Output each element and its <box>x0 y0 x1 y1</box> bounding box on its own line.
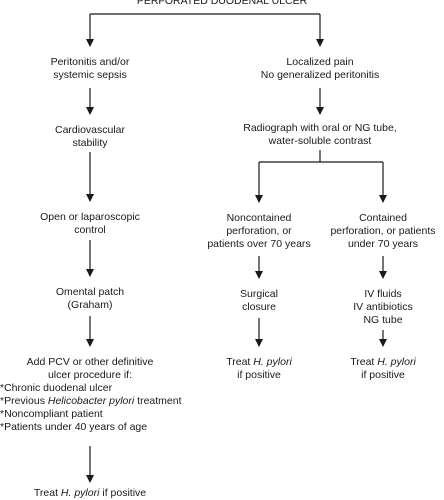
node-text: IV antibiotics <box>353 301 413 313</box>
node-text: Treat H. pylori <box>226 356 292 368</box>
node-text: Noncontained <box>226 212 292 224</box>
node-cardiovascular-stability: Cardiovascular stability <box>20 124 160 150</box>
node-contained: Contained perforation, or patients under… <box>322 212 444 251</box>
node-text: under 70 years <box>347 238 419 250</box>
node-text: Add PCV or other definitive <box>26 356 154 368</box>
node-text: closure <box>242 301 276 313</box>
node-text: Localized pain <box>286 56 354 68</box>
node-iv-therapy: IV fluids IV antibiotics NG tube <box>333 288 433 327</box>
node-noncontained: Noncontained perforation, or patients ov… <box>199 212 319 251</box>
node-text: Open or laparoscopic <box>40 211 140 223</box>
list-item: *Chronic duodenal ulcer <box>0 382 113 394</box>
node-text: if positive <box>237 369 281 381</box>
node-omental-patch: Omental patch (Graham) <box>20 286 160 312</box>
node-text: water-soluble contrast <box>268 135 372 147</box>
node-text: Surgical <box>240 288 278 300</box>
list-item: *Previous Helicobacter pylori treatment <box>0 395 182 407</box>
node-text: if positive <box>361 369 405 381</box>
node-text: perforation, or <box>226 225 292 237</box>
pcv-criteria-list: *Chronic duodenal ulcer *Previous Helico… <box>0 382 182 434</box>
node-open-control: Open or laparoscopic control <box>10 211 170 237</box>
node-text: Peritonitis and/or <box>50 56 130 68</box>
node-treat-h-pylori-right: Treat H. pylori if positive <box>323 356 443 382</box>
node-treat-h-pylori-left: Treat H. pylori if positive <box>33 487 147 499</box>
node-surgical-closure: Surgical closure <box>209 288 309 314</box>
diagram-title: PERFORATED DUODENAL ULCER <box>136 0 308 7</box>
node-text: Omental patch <box>55 286 125 298</box>
node-text: IV fluids <box>364 288 402 300</box>
list-item: *Noncompliant patient <box>0 408 103 420</box>
node-pcv-procedure: Add PCV or other definitive ulcer proced… <box>0 356 180 382</box>
node-text: ulcer procedure if: <box>47 369 133 381</box>
node-text: perforation, or patients <box>330 225 436 237</box>
node-localized-pain: Localized pain No generalized peritoniti… <box>230 56 410 82</box>
node-text: systemic sepsis <box>53 69 127 81</box>
node-text: Radiograph with oral or NG tube, <box>243 122 397 134</box>
node-text: NG tube <box>363 314 403 326</box>
node-text: Treat H. pylori <box>350 356 416 368</box>
node-text: stability <box>72 137 108 149</box>
node-text: (Graham) <box>67 299 113 311</box>
node-text: patients over 70 years <box>207 238 311 250</box>
node-text: No generalized peritonitis <box>260 69 380 81</box>
node-radiograph: Radiograph with oral or NG tube, water-s… <box>220 122 420 148</box>
node-peritonitis: Peritonitis and/or systemic sepsis <box>20 56 160 82</box>
node-treat-h-pylori-mid: Treat H. pylori if positive <box>199 356 319 382</box>
node-text: control <box>74 224 106 236</box>
node-text: Cardiovascular <box>54 124 126 136</box>
node-text: Contained <box>359 212 407 224</box>
list-item: *Patients under 40 years of age <box>0 421 148 433</box>
